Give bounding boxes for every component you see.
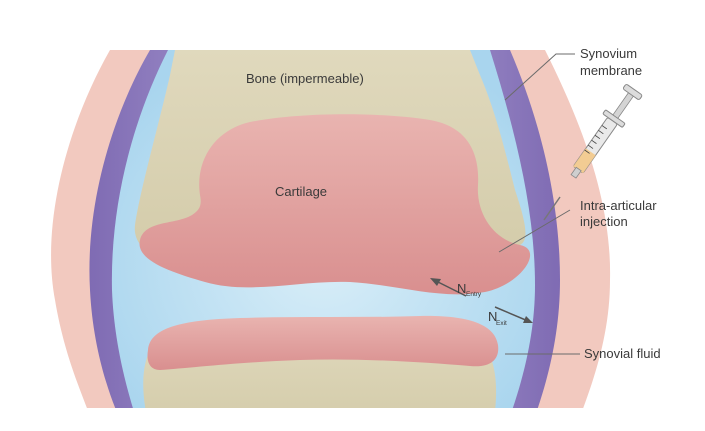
injection-label-line2: injection xyxy=(580,214,628,229)
synovial-fluid-label: Synovial fluid xyxy=(584,346,661,361)
n-exit-label: N xyxy=(488,309,497,324)
lower-cartilage xyxy=(147,315,499,370)
n-entry-label: N xyxy=(457,281,466,296)
synovium-leader xyxy=(504,53,575,101)
n-exit-arrow xyxy=(494,306,533,323)
bone-label: Bone (impermeable) xyxy=(246,71,364,86)
syringe-icon xyxy=(543,84,643,221)
injection-leader xyxy=(498,209,571,253)
synovium-label-line1: Synovium xyxy=(580,46,637,61)
n-entry-subscript: Entry xyxy=(466,291,482,298)
injection-label-line1: Intra-articular xyxy=(580,198,657,213)
upper-cartilage xyxy=(139,114,531,295)
synovium-label-line2: membrane xyxy=(580,63,642,78)
cartilage-label: Cartilage xyxy=(275,184,327,199)
n-exit-subscript: Exit xyxy=(496,320,507,327)
n-entry-arrow xyxy=(430,278,467,297)
leader-lines xyxy=(498,53,580,355)
